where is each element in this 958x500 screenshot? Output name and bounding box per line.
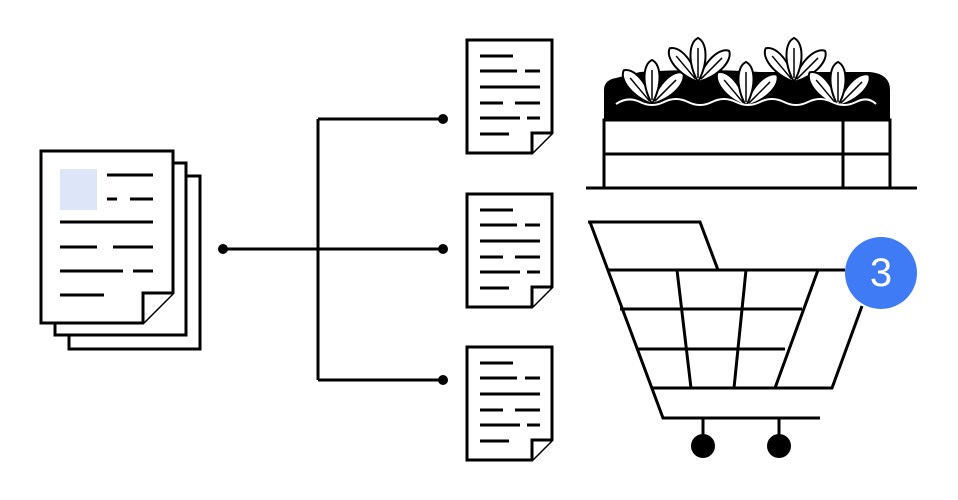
connector-dot [438, 244, 448, 254]
cart-badge [845, 237, 917, 309]
wheel [691, 434, 715, 458]
page-fold [141, 291, 173, 323]
output-document [465, 345, 554, 462]
connector-dot [438, 375, 448, 385]
plant [715, 60, 779, 109]
image-placeholder [60, 169, 97, 210]
plant [621, 58, 685, 107]
shopping-cart [588, 220, 917, 458]
connector-dot [438, 114, 448, 124]
text-lines [60, 173, 153, 297]
split-connector [218, 114, 448, 385]
plant [667, 36, 731, 85]
planter-box [586, 36, 917, 190]
output-document [465, 38, 554, 155]
plants [621, 36, 871, 109]
cart-badge-count: 3 [869, 251, 893, 295]
source-document-stack [39, 149, 202, 351]
output-documents [465, 38, 554, 462]
output-document [465, 192, 554, 309]
wheel [767, 434, 791, 458]
connector-dot [218, 244, 228, 254]
plant [807, 60, 871, 109]
